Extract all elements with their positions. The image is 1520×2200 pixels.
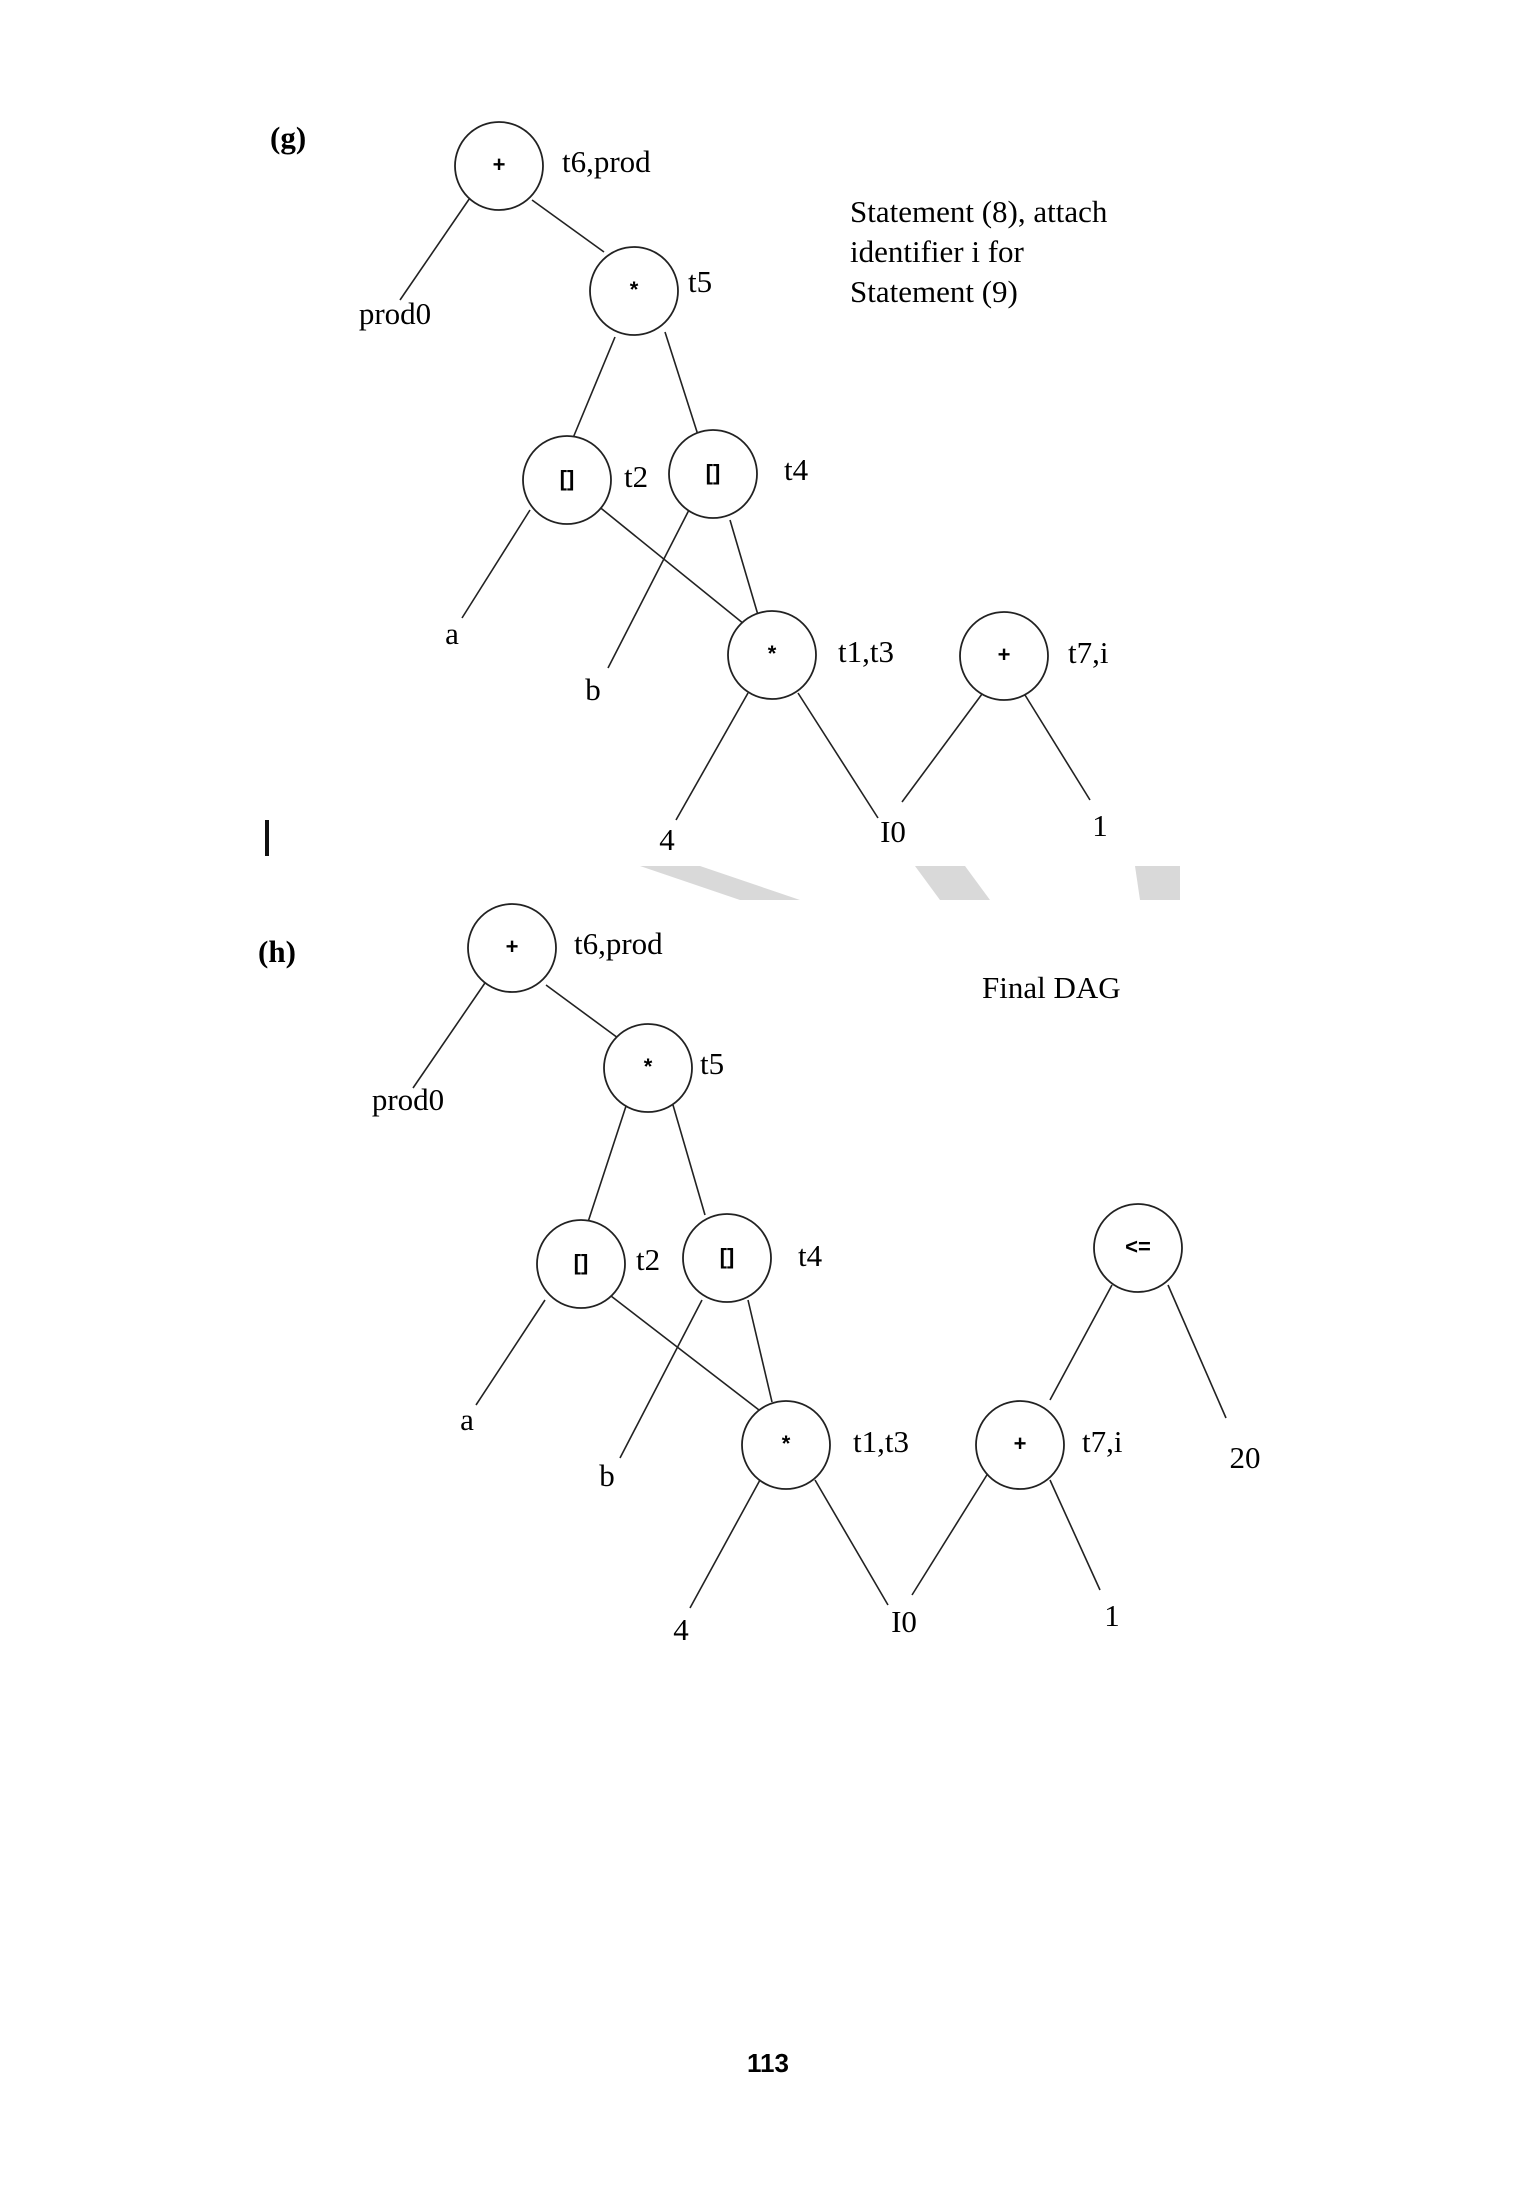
label-g-mul-t5: t5	[688, 264, 712, 299]
leaf-h-twenty: 20	[1230, 1440, 1261, 1475]
note-g-line-3: Statement (9)	[850, 274, 1018, 309]
node-g-plus-top: + t6,prod	[454, 121, 651, 211]
node-g-plus-t7: + t7,i	[959, 611, 1109, 701]
label-g-idx-t4: t4	[784, 452, 809, 487]
edges-h	[412, 979, 1227, 1609]
leaf-g-one: 1	[1092, 808, 1108, 843]
leaf-h-b: b	[599, 1458, 615, 1493]
label-g-idx-t2: t2	[624, 459, 648, 494]
label-g-plus-t7: t7,i	[1068, 635, 1109, 670]
op-g-plus-t7: +	[998, 642, 1011, 667]
note-h-line-1: Final DAG	[982, 970, 1121, 1005]
caption-h: (h)	[258, 934, 296, 969]
dag-h: (h) Final DAG + t6,prod	[258, 903, 1261, 1647]
node-g-idx-t4: [] t4	[668, 429, 809, 519]
leaf-g-b: b	[585, 672, 601, 707]
op-g-idx-t4: []	[706, 460, 721, 485]
note-g-line-1: Statement (8), attach	[850, 194, 1108, 229]
label-h-idx-t2: t2	[636, 1242, 660, 1277]
note-g: Statement (8), attach identifier i for S…	[850, 194, 1108, 309]
watermark	[640, 866, 1180, 900]
note-h: Final DAG	[982, 970, 1121, 1005]
op-h-mul-t5: *	[644, 1054, 653, 1079]
divider-mark	[265, 820, 269, 856]
node-h-mul-t1t3: * t1,t3	[741, 1400, 909, 1490]
leaf-g-four: 4	[659, 822, 675, 857]
leaf-h-prod0: prod0	[372, 1082, 444, 1117]
label-h-mul-t5: t5	[700, 1046, 724, 1081]
leaf-h-one: 1	[1104, 1598, 1120, 1633]
label-h-plus-t7: t7,i	[1082, 1424, 1123, 1459]
op-h-le: <=	[1125, 1234, 1151, 1259]
op-g-mul-t5: *	[630, 277, 639, 302]
label-h-plus-top: t6,prod	[574, 926, 663, 961]
dag-g: (g) Statement (8), attach identifier i f…	[270, 120, 1109, 857]
note-g-line-2: identifier i for	[850, 234, 1025, 269]
node-h-le: <=	[1093, 1203, 1183, 1293]
op-h-idx-t4: []	[720, 1244, 735, 1269]
op-h-idx-t2: []	[574, 1250, 589, 1275]
label-g-mul-t1t3: t1,t3	[838, 634, 894, 669]
label-g-plus-top: t6,prod	[562, 144, 651, 179]
label-h-idx-t4: t4	[798, 1238, 823, 1273]
op-h-plus-top: +	[506, 934, 519, 959]
leaf-g-a: a	[445, 616, 459, 651]
caption-g: (g)	[270, 120, 306, 155]
op-g-mul-t1t3: *	[768, 641, 777, 666]
leaf-h-a: a	[460, 1402, 474, 1437]
node-g-mul-t5: * t5	[589, 246, 712, 336]
label-h-mul-t1t3: t1,t3	[853, 1424, 909, 1459]
node-h-idx-t4: [] t4	[682, 1213, 823, 1303]
leaf-h-i0: I0	[891, 1604, 917, 1639]
page-number: 113	[747, 2048, 789, 2078]
edges-g	[399, 191, 1091, 821]
node-h-idx-t2: [] t2	[536, 1219, 660, 1309]
leaf-g-prod0: prod0	[359, 296, 431, 331]
op-g-idx-t2: []	[560, 466, 575, 491]
node-g-idx-t2: [] t2	[522, 435, 648, 525]
node-h-plus-top: + t6,prod	[467, 903, 663, 993]
leaf-h-four: 4	[673, 1612, 689, 1647]
op-h-plus-t7: +	[1014, 1431, 1027, 1456]
op-g-plus-top: +	[493, 152, 506, 177]
node-h-mul-t5: * t5	[603, 1023, 724, 1113]
node-h-plus-t7: + t7,i	[975, 1400, 1123, 1490]
node-g-mul-t1t3: * t1,t3	[727, 610, 894, 700]
leaf-g-i0: I0	[880, 814, 906, 849]
op-h-mul-t1t3: *	[782, 1431, 791, 1456]
